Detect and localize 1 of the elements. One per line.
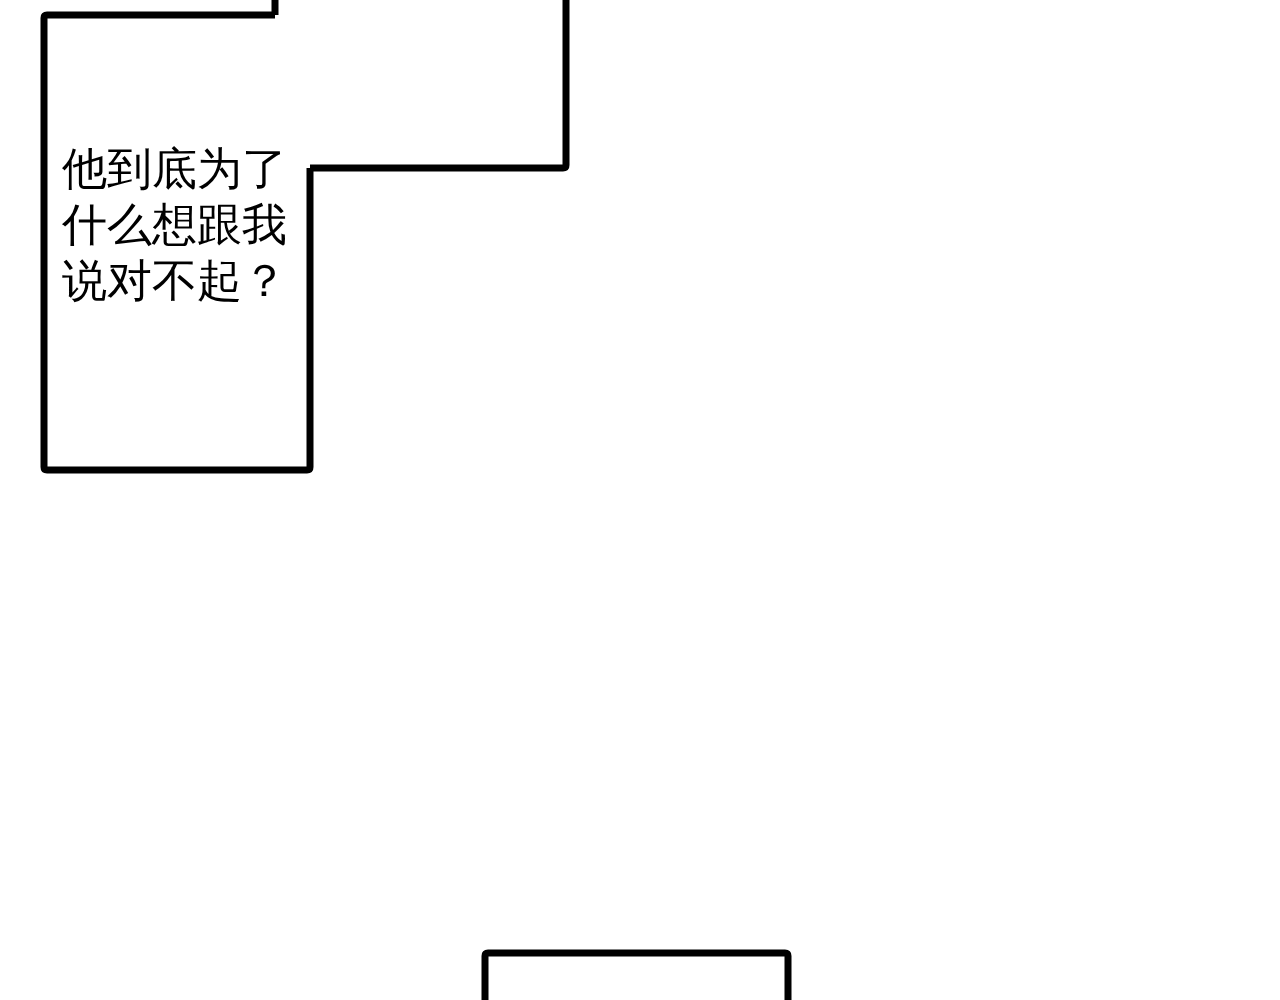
caption-text: 他到底为了什么想跟我说对不起？ bbox=[62, 141, 288, 309]
